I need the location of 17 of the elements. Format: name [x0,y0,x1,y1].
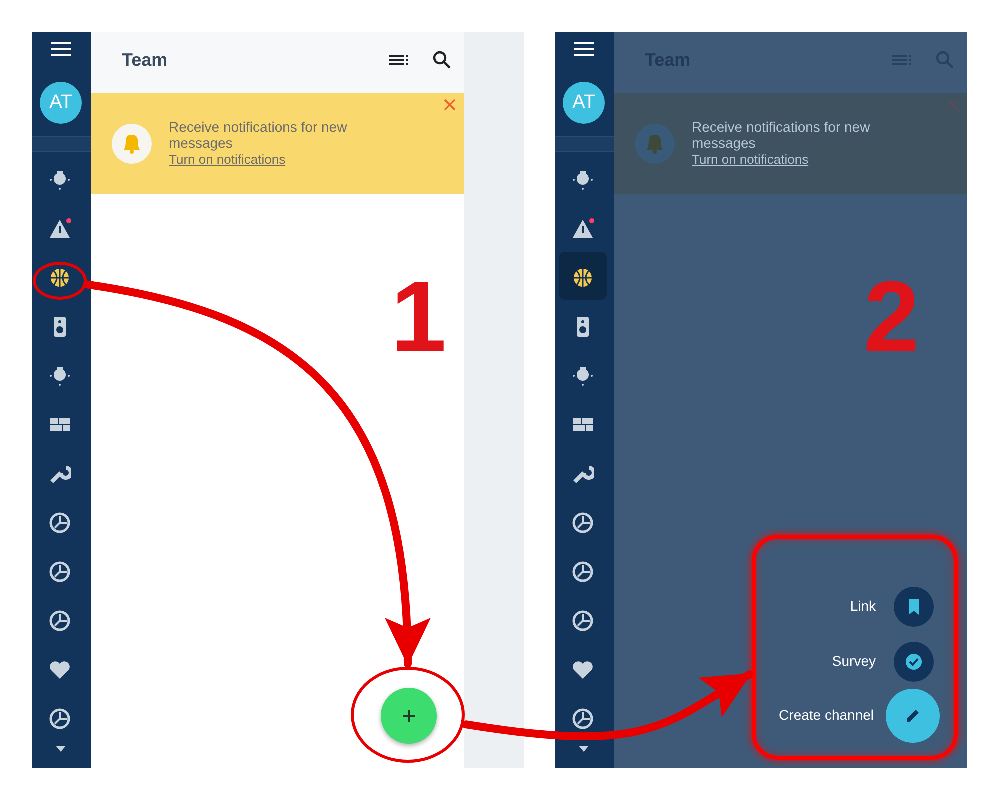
step-number: 2 [864,262,920,372]
menu-item-label: Link [850,598,876,614]
menu-item-label: Survey [832,653,876,669]
notification-link: Turn on notifications [692,152,809,167]
avatar-circle: AT [40,82,82,124]
notification-link: Turn on notifications [169,152,286,167]
step-number: 1 [391,262,447,372]
highlight-ellipse [351,667,465,763]
notification-text: Receive notifications for new messages [169,119,348,151]
highlight-box [752,535,958,760]
notification-text: Receive notifications for new messages [692,119,872,151]
highlight-ellipse [33,262,87,300]
arrow [462,670,754,740]
arrow [84,280,430,668]
menu-item-label: Create channel [779,707,874,723]
avatar-circle: AT [563,82,605,124]
header-title: Team [122,50,168,71]
